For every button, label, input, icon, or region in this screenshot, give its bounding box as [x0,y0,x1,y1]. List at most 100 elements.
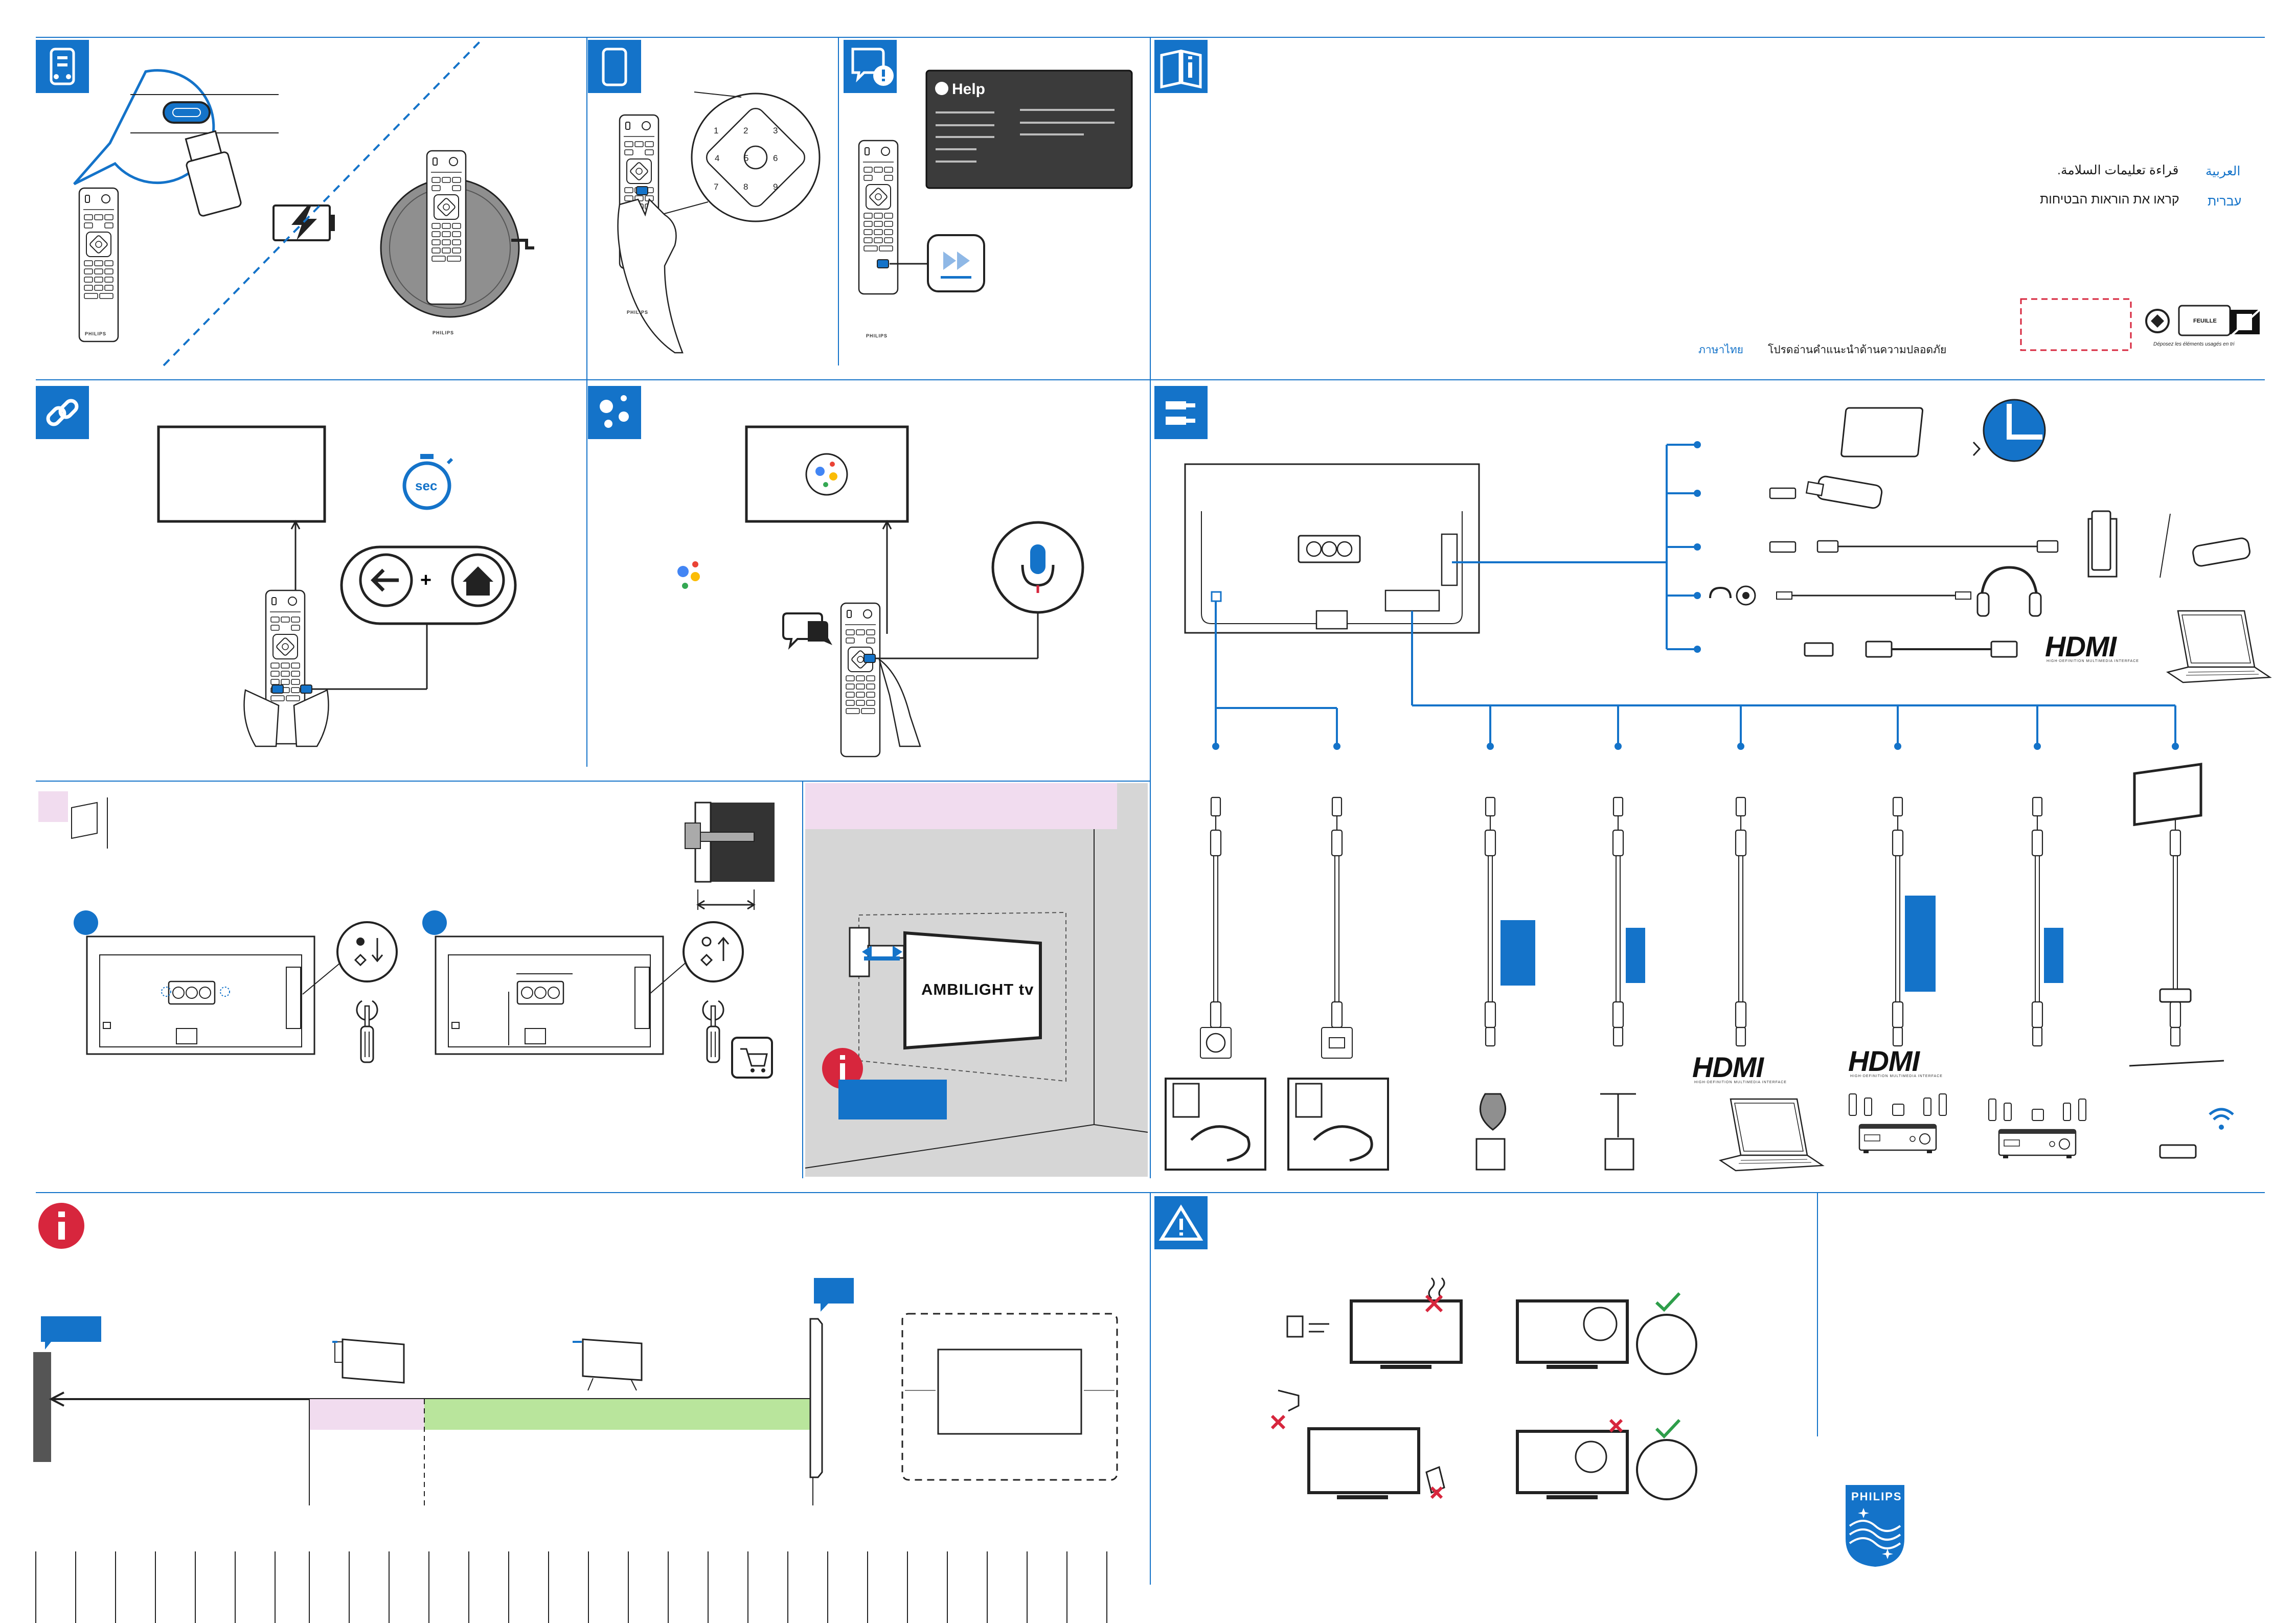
remote-brand: PHILIPS [433,330,454,335]
remote-icon [50,48,75,85]
remote-brand: PHILIPS [866,333,888,338]
key-2: 2 [743,126,748,135]
screw-wall-detail [685,802,775,910]
tv-back-panel [1184,463,1480,634]
key-5: 5 [744,153,749,163]
panel-pairing: + [36,386,517,747]
keypad-magnifier [641,92,821,222]
timer-label: sec [415,478,438,493]
uk-socket-icon [1321,1027,1353,1059]
router-wifi-icon [2129,763,2234,1159]
key-1: 1 [714,126,719,135]
charging-port-callout [73,69,279,217]
right-hand-illustration [293,689,329,747]
pink-zone [309,1399,424,1430]
hdmi-connection [1804,641,2018,658]
pink-tab [38,791,68,822]
stand-tv-icon [573,1338,643,1391]
hebrew-label: עברית [2208,194,2242,209]
remote-brand: PHILIPS [627,310,649,315]
tv-side-profile [809,1318,823,1478]
left-hand-illustration [243,689,280,747]
charging-dock [380,150,534,318]
dashed-red-frame [2020,298,2132,351]
panel-voice [588,386,1084,758]
key-7: 7 [714,182,719,192]
no-wet-cloth [1270,1389,1445,1499]
panel-keypad [588,40,821,354]
blue-label-block [1501,920,1535,986]
hand-illustration [878,657,921,747]
tv-ambilight [903,931,1042,1050]
speech-tag [41,1316,101,1350]
blue-label-block [838,1080,947,1119]
step-1-badge [74,910,98,935]
svg-text:+: + [420,569,431,591]
usb-stick-icon [1769,475,1883,509]
wall-post [33,1352,51,1462]
no-spray-cleaner [1516,1419,1697,1500]
panel-wall-mount [38,791,775,1079]
satellite-dish-icon [1475,1093,1507,1171]
usb-hdd-connection [1769,510,2250,578]
philips-shield-logo [1846,1485,1904,1567]
ambilight-label: AMBILIGHT tv [921,980,1034,998]
speech-tag [814,1278,854,1312]
panel-ambilight [805,783,1148,1177]
key-9: 9 [773,182,778,192]
stopwatch-icon [402,454,453,510]
unplug-before-cleaning [1286,1277,1463,1369]
recycling-feuille: FEUILLE [2193,318,2217,324]
key-3: 3 [773,126,778,135]
recycling-note: Déposez les éléments usagés en tri [2153,341,2235,347]
key-6: 6 [773,153,778,163]
arabic-text: قراءة تعليمات السلامة. [2057,163,2179,177]
assistant-icon [805,453,848,496]
remote-control-small [78,187,119,342]
remote-brand: PHILIPS [85,331,107,336]
panel-help [844,40,1133,295]
blue-label-block [1905,896,1936,992]
clearance-box [901,1313,1118,1481]
blue-label-block [2044,928,2063,983]
screw-insert-icon [683,921,744,982]
wall-tv-icon [332,1338,405,1384]
speech-bubbles-icon [782,612,832,650]
tv-screen-assistant [745,425,909,523]
tv-screen [157,425,326,523]
hand-illustration [617,198,684,354]
antenna-icon [1600,1093,1636,1171]
screw-remove-icon [336,921,398,982]
fast-forward-key-icon [927,234,985,292]
panel-care-warnings [1154,1196,1697,1500]
back-home-combo-icon: + [340,545,517,625]
help-screen [925,70,1133,189]
ruler-ticks [35,1551,1107,1623]
shopping-cart-icon [731,1037,773,1079]
eu-socket-icon [1200,1027,1232,1059]
ci-module-icon [1840,399,2046,462]
help-screen-title: Help [952,81,986,98]
pink-header-band [805,783,1117,829]
arabic-label: العربية [2206,164,2241,178]
av-receiver-icon [1848,1093,1947,1154]
laptop-icon [2167,610,2271,683]
panel-viewing-distance [33,1203,1118,1623]
thai-label: ภาษาไทย [1698,344,1743,356]
key-4: 4 [715,153,720,163]
hebrew-text: קראו את הוראות הבטיחות [2040,192,2179,207]
grid-lines [36,37,2265,1585]
green-zone [424,1399,813,1430]
blue-label-block [1626,928,1645,983]
key-8: 8 [743,182,748,192]
battery-charging-icon [272,204,335,241]
panel-charging [36,40,534,367]
microphone-key-icon [991,521,1084,614]
laptop-icon [1719,1098,1824,1172]
dry-cloth-ok [1516,1292,1697,1375]
plug-insertion-illustration [1165,1078,1389,1171]
recycling-bin-icon [2145,305,2261,336]
headphone-connection [1709,566,2042,617]
brand-name: PHILIPS [1851,1490,1902,1503]
